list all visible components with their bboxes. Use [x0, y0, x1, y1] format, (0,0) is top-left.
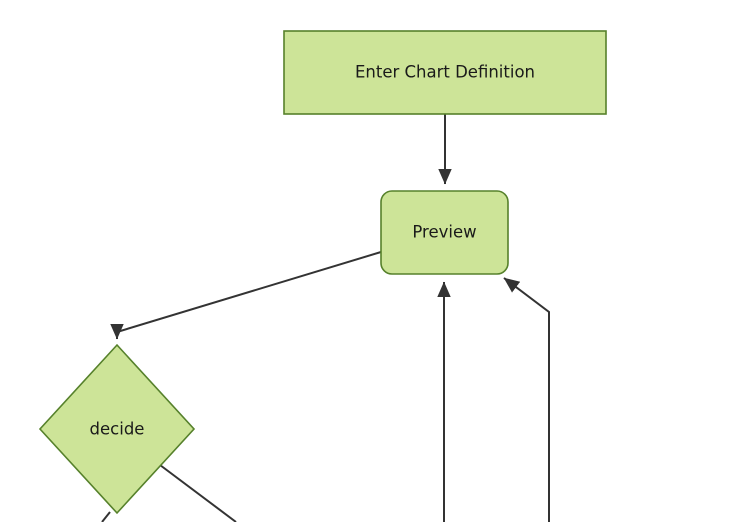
node-enter-chart-definition-shape[interactable]: [283, 30, 607, 115]
edge-bottom-right-to-preview[interactable]: [503, 277, 550, 522]
node-decide[interactable]: decide: [38, 343, 196, 515]
node-enter-chart-definition-label: Enter Chart Definition: [355, 63, 535, 82]
node-decide-label: decide: [90, 420, 145, 439]
edge-decide-bottom-out[interactable]: [101, 511, 111, 522]
edge-decide-right-out[interactable]: [159, 464, 237, 522]
edge-layer: [101, 114, 550, 522]
node-preview-shape[interactable]: [380, 190, 509, 275]
node-enter-chart-definition[interactable]: Enter Chart Definition: [283, 30, 607, 115]
node-layer: Enter Chart Definition Preview decide: [38, 30, 607, 515]
node-decide-shape[interactable]: [38, 343, 196, 515]
node-preview-label: Preview: [412, 223, 476, 242]
node-preview[interactable]: Preview: [380, 190, 509, 275]
edge-preview-to-decide[interactable]: [110, 251, 382, 340]
